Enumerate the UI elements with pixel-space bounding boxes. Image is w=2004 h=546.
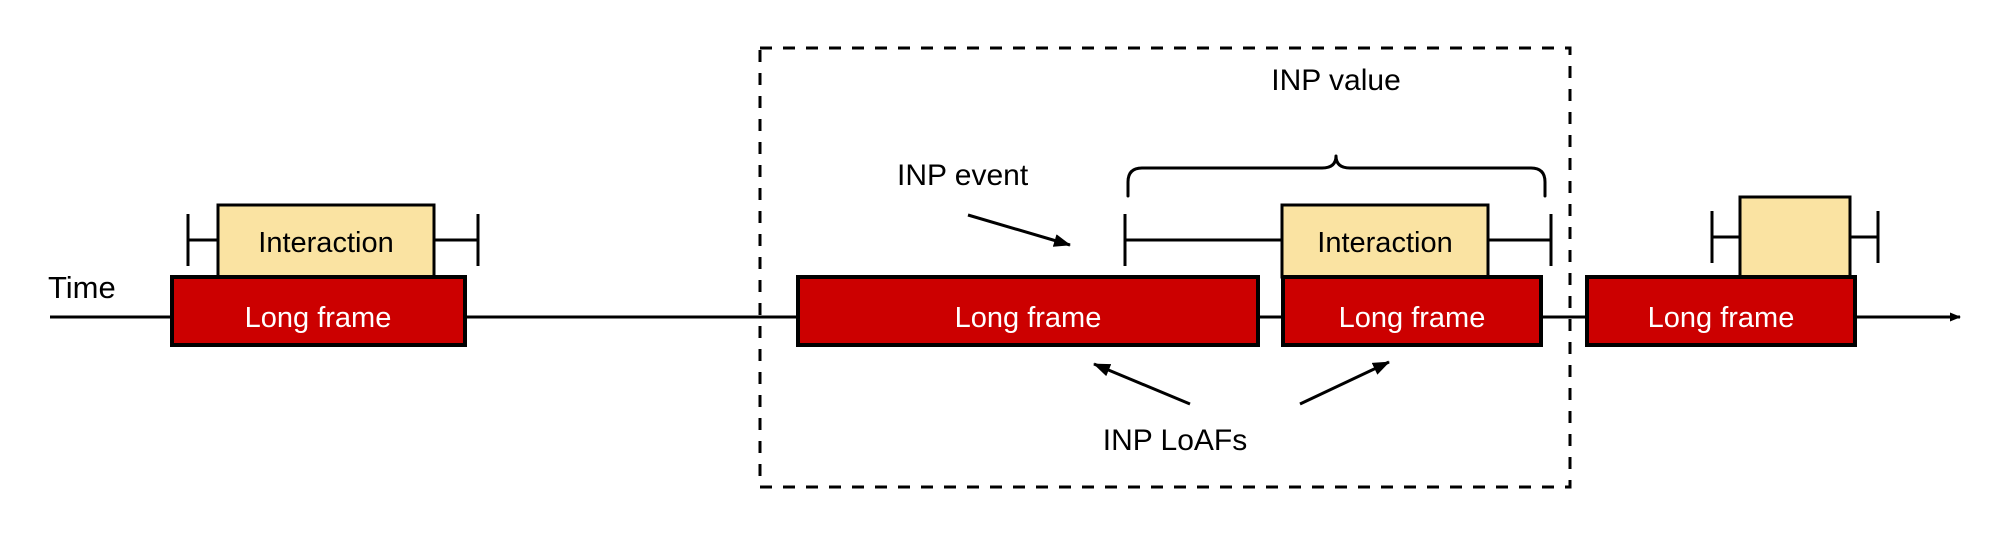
long-frame-2-label: Long frame	[955, 302, 1102, 334]
inp-grouping-dashed-box	[758, 46, 1572, 489]
long-frame-3-box[interactable]	[1281, 275, 1543, 347]
inp-loafs-arrow-left	[1093, 362, 1191, 406]
interaction-2[interactable]: Interaction	[1280, 203, 1490, 279]
measure-bar-3	[1710, 211, 1880, 263]
long-frame-4[interactable]: Long frame	[1585, 275, 1857, 347]
long-frame-2-box[interactable]	[796, 275, 1260, 347]
measure-bar-1	[186, 214, 480, 266]
time-axis-label: Time	[48, 270, 116, 305]
long-frame-1-box[interactable]	[170, 275, 467, 347]
interaction-3[interactable]	[1738, 195, 1852, 279]
inp-value-label: INP value	[1271, 64, 1401, 97]
interaction-2-label: Interaction	[1317, 227, 1452, 259]
interaction-1-label: Interaction	[258, 227, 393, 259]
inp-event-arrow	[967, 213, 1071, 247]
long-frame-4-label: Long frame	[1648, 302, 1795, 334]
long-frame-2[interactable]: Long frame	[796, 275, 1260, 347]
long-frame-1[interactable]: Long frame	[170, 275, 467, 347]
measure-bar-2	[1123, 214, 1553, 266]
long-frame-3[interactable]: Long frame	[1281, 275, 1543, 347]
inp-loafs-label: INP LoAFs	[1103, 424, 1248, 457]
interaction-1-box[interactable]	[216, 203, 436, 279]
interaction-3-box[interactable]	[1738, 195, 1852, 279]
long-frame-3-label: Long frame	[1339, 302, 1486, 334]
inp-event-label: INP event	[897, 159, 1029, 192]
inp-loafs-arrow-right	[1299, 360, 1390, 406]
inp-value-brace	[1126, 154, 1547, 198]
interaction-1[interactable]: Interaction	[216, 203, 436, 279]
long-frame-4-box[interactable]	[1585, 275, 1857, 347]
long-frame-1-label: Long frame	[245, 302, 392, 334]
